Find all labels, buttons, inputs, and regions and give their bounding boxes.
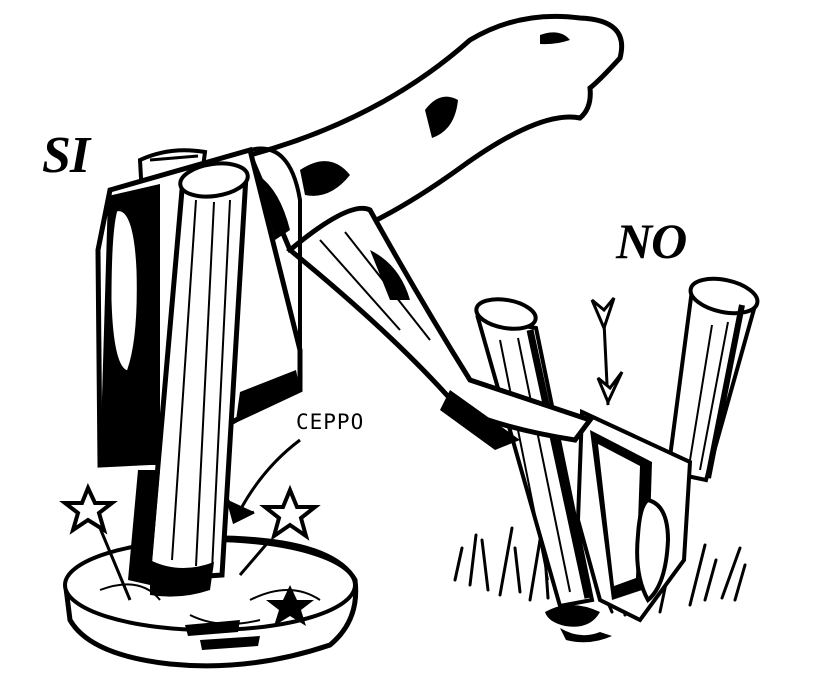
correct-label: SI <box>42 127 90 184</box>
axe-icon <box>575 408 693 623</box>
log-icon <box>665 276 760 483</box>
axe-handle <box>246 13 624 450</box>
correct-scene <box>59 146 359 669</box>
stump-label: CEPPO <box>296 410 365 434</box>
arrow-icon <box>226 438 301 525</box>
wrong-scene <box>453 276 760 643</box>
star-icon <box>266 585 314 626</box>
arrow-icon <box>590 297 624 406</box>
star-icon <box>59 482 132 601</box>
log-icon <box>474 297 595 609</box>
ground-shadow <box>545 605 600 627</box>
star-icon <box>238 484 321 576</box>
wrong-label: NO <box>616 213 687 269</box>
log-icon <box>128 161 250 597</box>
